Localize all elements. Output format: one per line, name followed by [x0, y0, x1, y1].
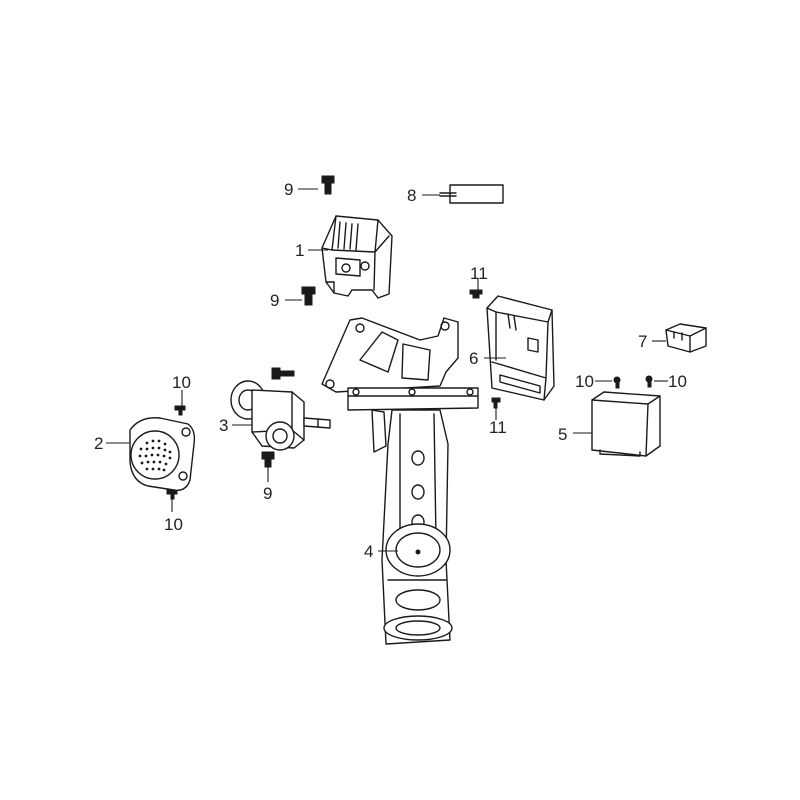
part-11-screw-top — [469, 289, 483, 299]
part-1-cover — [321, 215, 393, 299]
callout-11-top: 11 — [470, 264, 488, 283]
callout-9-top: 9 — [284, 180, 293, 199]
callout-3: 3 — [219, 416, 228, 435]
part-5-box — [591, 391, 661, 457]
callout-10-left-bottom: 10 — [164, 515, 183, 534]
part-9-bolt-top — [321, 175, 335, 195]
part-10-screw-right-b — [645, 375, 653, 388]
callout-9-middle: 9 — [270, 291, 279, 310]
part-10-screw-left-bottom — [166, 489, 178, 500]
part-4-frame — [321, 317, 479, 645]
callout-11-lower: 11 — [489, 418, 507, 437]
callout-2: 2 — [94, 434, 103, 453]
callout-4: 4 — [364, 542, 373, 561]
callout-9-lower: 9 — [263, 484, 272, 503]
part-2-speaker — [129, 417, 196, 491]
part-3-switch — [230, 380, 331, 451]
callout-7: 7 — [638, 332, 647, 351]
callout-labels: 9 8 1 9 11 6 7 10 10 11 5 10 2 10 3 9 4 — [94, 180, 687, 561]
callout-10-right-b: 10 — [668, 372, 687, 391]
part-6-module — [486, 295, 555, 401]
callout-8: 8 — [407, 186, 416, 205]
callout-6: 6 — [469, 349, 478, 368]
speaker-grille — [138, 439, 172, 472]
part-9-bolt-lower — [261, 451, 275, 468]
part-8-tag — [439, 184, 504, 204]
part-10-screw-right-a — [613, 376, 621, 389]
part-11-screw-lower — [491, 397, 501, 409]
leader-lines — [106, 188, 668, 552]
callout-10-right-a: 10 — [575, 372, 594, 391]
callout-10-left-top: 10 — [172, 373, 191, 392]
part-10-screw-left-top — [174, 405, 186, 416]
callout-1: 1 — [295, 241, 304, 260]
part-9-bolt-side — [271, 367, 295, 380]
callout-5: 5 — [558, 425, 567, 444]
part-9-bolt-middle — [301, 286, 316, 306]
part-7-clip — [665, 323, 707, 353]
